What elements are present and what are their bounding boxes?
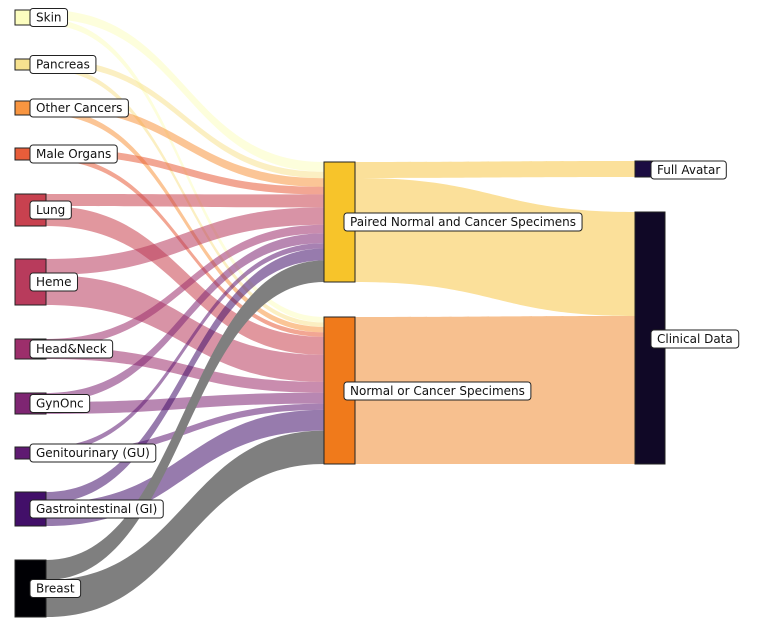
link-lung-to-paired — [46, 194, 324, 208]
link-male-to-paired — [46, 148, 324, 195]
link-other-to-normal — [46, 109, 324, 333]
node-avatar-label: Full Avatar — [657, 163, 720, 177]
link-breast-to-normal — [46, 430, 324, 617]
node-avatar-label-box — [650, 160, 727, 180]
link-pancreas-to-paired — [46, 59, 324, 179]
node-pancreas-label-box — [29, 55, 97, 74]
node-headneck-label: Head&Neck — [36, 342, 107, 356]
node-clinical-label: Clinical Data — [657, 332, 733, 346]
node-other-label-box — [29, 98, 129, 118]
node-gi-label-box — [29, 499, 164, 519]
link-lung-to-normal — [46, 206, 324, 355]
node-other-label: Other Cancers — [36, 101, 122, 115]
link-headneck-to-paired — [46, 224, 324, 347]
node-gu-label: Genitourinary (GU) — [36, 446, 150, 460]
node-clinical-label-box — [650, 329, 740, 349]
link-gu-to-normal — [46, 403, 324, 459]
node-gu-label-box — [29, 443, 157, 463]
node-paired-label: Paired Normal and Cancer Specimens — [350, 215, 576, 229]
node-gynonc-label-box — [29, 394, 91, 413]
link-gynonc-to-paired — [46, 233, 324, 402]
link-skin-to-paired — [46, 10, 324, 172]
link-breast-to-paired — [46, 260, 324, 580]
node-male-label: Male Organs — [36, 147, 111, 161]
link-paired-to-avatar — [355, 161, 635, 178]
node-lung-label-box — [29, 200, 72, 220]
node-skin-label: Skin — [36, 11, 62, 25]
link-gu-to-paired — [46, 243, 324, 452]
node-normal-label: Normal or Cancer Specimens — [350, 384, 525, 398]
node-paired-label-box — [343, 212, 583, 232]
link-heme-to-normal — [46, 275, 324, 382]
link-gynonc-to-normal — [46, 392, 324, 414]
node-heme-label: Heme — [36, 275, 71, 289]
link-headneck-to-normal — [46, 347, 324, 393]
link-other-to-paired — [46, 101, 324, 187]
target-links — [355, 161, 635, 464]
node-heme-label-box — [29, 272, 78, 292]
node-headneck-label-box — [29, 339, 114, 359]
node-pancreas-label: Pancreas — [36, 58, 90, 72]
node-skin-label-box — [29, 8, 69, 27]
link-gi-to-paired — [46, 248, 324, 503]
node-gynonc-label: GynOnc — [36, 397, 84, 411]
source-links — [46, 10, 324, 617]
node-breast-label: Breast — [36, 582, 75, 596]
node-lung-label: Lung — [36, 203, 65, 217]
node-breast-label-box — [29, 579, 82, 598]
link-heme-to-paired — [46, 207, 324, 275]
link-paired-to-clinical — [355, 178, 635, 316]
node-gi-label: Gastrointestinal (GI) — [36, 502, 157, 516]
node-male-label-box — [29, 144, 118, 164]
node-normal-label-box — [343, 381, 532, 401]
link-gi-to-normal — [46, 409, 324, 526]
